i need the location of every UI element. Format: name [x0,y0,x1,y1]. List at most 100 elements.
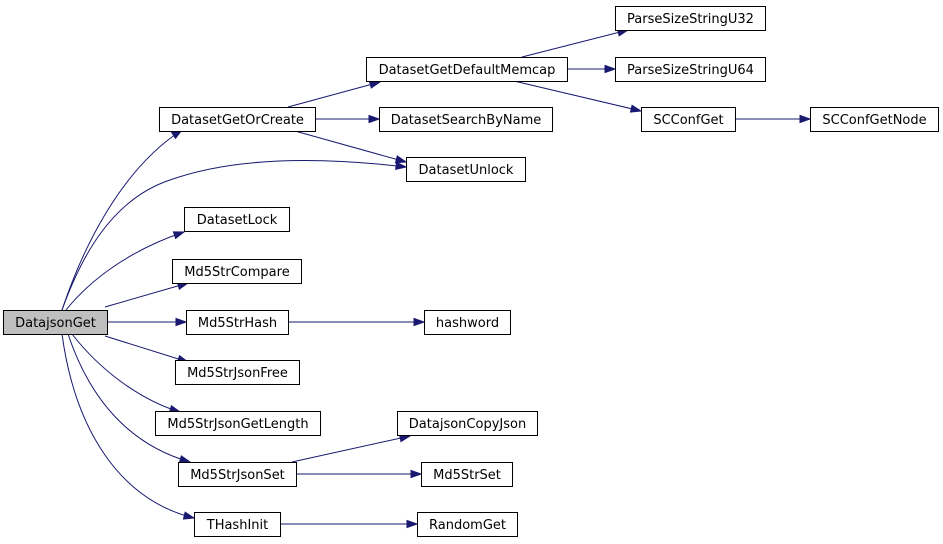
node-hashword[interactable]: hashword [424,310,511,335]
node-box[interactable] [615,57,766,82]
edge-arrowhead [175,317,188,327]
edge-DatajsonGet-to-DatasetGetOrCreate [61,129,184,311]
edge-arrowhead [368,114,381,124]
node-SCConfGet[interactable]: SCConfGet [641,107,736,132]
edge-DatasetGetOrCreate-to-DatasetSearchByName [315,114,381,124]
edge-line [287,81,381,108]
node-label: hashword [436,316,499,331]
node-SCConfGetNode[interactable]: SCConfGetNode [810,107,939,132]
node-DatasetLock[interactable]: DatasetLock [184,207,290,232]
node-Md5StrJsonGetLength[interactable]: Md5StrJsonGetLength [155,411,321,436]
node-ParseSizeStringU64[interactable]: ParseSizeStringU64 [615,57,766,82]
node-Md5StrHash[interactable]: Md5StrHash [186,310,289,335]
edge-arrowhead [629,104,643,113]
edge-DatasetGetDefaultMemcap-to-SCConfGet [513,80,643,113]
node-label: Md5StrSet [433,468,501,483]
node-DatasetUnlock[interactable]: DatasetUnlock [406,157,526,182]
node-label: RandomGet [429,518,506,533]
node-label: Md5StrJsonSet [190,468,285,483]
edge-arrowhead [406,519,419,529]
edge-line [61,159,407,311]
edge-arrowhead [410,469,423,479]
edge-THashInit-to-RandomGet [280,519,419,529]
node-box[interactable] [406,157,526,182]
edge-DatajsonGet-to-Md5StrHash [107,317,188,327]
node-box[interactable] [379,107,553,132]
edge-arrowhead [604,64,617,74]
node-label: DatasetUnlock [419,163,514,178]
edge-DatajsonGet-to-DatasetLock [65,231,186,311]
node-ParseSizeStringU32[interactable]: ParseSizeStringU32 [615,6,766,31]
edge-arrowhead [394,155,408,164]
node-DatasetGetOrCreate[interactable]: DatasetGetOrCreate [159,107,316,132]
node-box[interactable] [186,310,289,335]
edge-Md5StrJsonSet-to-Md5StrSet [296,469,423,479]
node-label: DatajsonGet [15,316,96,331]
node-box[interactable] [172,259,302,284]
node-label: THashInit [206,518,268,533]
call-graph-edges [61,28,812,529]
node-label: DatasetGetDefaultMemcap [379,63,556,78]
node-Md5StrCompare[interactable]: Md5StrCompare [172,259,302,284]
node-label: Md5StrJsonFree [187,366,288,381]
node-box[interactable] [184,207,290,232]
edge-arrowhead [799,114,812,124]
node-DatajsonCopyJson[interactable]: DatajsonCopyJson [397,411,538,436]
node-label: DatasetSearchByName [391,113,542,128]
edge-DatajsonGet-to-Md5StrCompare [104,281,190,308]
node-DatajsonGet[interactable]: DatajsonGet [3,310,108,335]
node-THashInit[interactable]: THashInit [194,512,281,537]
edge-line [65,231,185,311]
node-box[interactable] [810,107,939,132]
node-DatasetSearchByName[interactable]: DatasetSearchByName [379,107,553,132]
node-label: Md5StrCompare [184,265,289,280]
edge-line [67,333,191,463]
edge-arrowhead [178,455,192,464]
node-label: Md5StrJsonGetLength [167,417,308,432]
edge-DatasetGetOrCreate-to-DatasetGetDefaultMemcap [287,80,382,108]
node-box[interactable] [424,310,511,335]
node-box[interactable] [159,107,316,132]
node-label: SCConfGet [653,113,723,128]
node-label: SCConfGetNode [822,113,926,128]
node-label: DatajsonCopyJson [409,417,526,432]
node-label: Md5StrHash [198,316,277,331]
edge-line [291,435,411,463]
edge-arrowhead [172,231,186,240]
edge-Md5StrHash-to-hashword [288,317,426,327]
edge-arrowhead [395,161,408,170]
node-box[interactable] [641,107,736,132]
node-box[interactable] [615,6,766,31]
edge-DatasetGetOrCreate-to-DatasetUnlock [294,130,408,164]
edge-DatajsonGet-to-THashInit [61,333,196,520]
node-label: DatasetLock [197,213,278,228]
edge-DatasetGetDefaultMemcap-to-ParseSizeStringU32 [521,28,630,58]
edge-line [104,282,189,308]
node-box[interactable] [175,360,300,385]
edge-DatajsonGet-to-DatasetUnlock [61,159,408,311]
node-label: ParseSizeStringU32 [627,12,754,27]
node-box[interactable] [194,512,281,537]
node-box[interactable] [397,411,538,436]
node-RandomGet[interactable]: RandomGet [417,512,518,537]
node-box[interactable] [366,57,568,82]
edge-arrowhead [413,317,426,327]
edge-line [104,335,189,363]
node-box[interactable] [3,310,108,335]
edge-DatajsonGet-to-Md5StrJsonFree [104,335,190,363]
node-box[interactable] [155,411,321,436]
edge-arrowhead [368,80,382,89]
node-Md5StrJsonFree[interactable]: Md5StrJsonFree [175,360,300,385]
node-box[interactable] [178,462,297,487]
edge-SCConfGet-to-SCConfGetNode [735,114,812,124]
node-box[interactable] [421,462,513,487]
edge-line [71,333,181,413]
node-box[interactable] [417,512,518,537]
node-Md5StrJsonSet[interactable]: Md5StrJsonSet [178,462,297,487]
node-label: DatasetGetOrCreate [171,113,304,128]
edge-line [513,80,642,112]
node-Md5StrSet[interactable]: Md5StrSet [421,462,513,487]
edge-line [61,333,195,519]
node-DatasetGetDefaultMemcap[interactable]: DatasetGetDefaultMemcap [366,57,568,82]
